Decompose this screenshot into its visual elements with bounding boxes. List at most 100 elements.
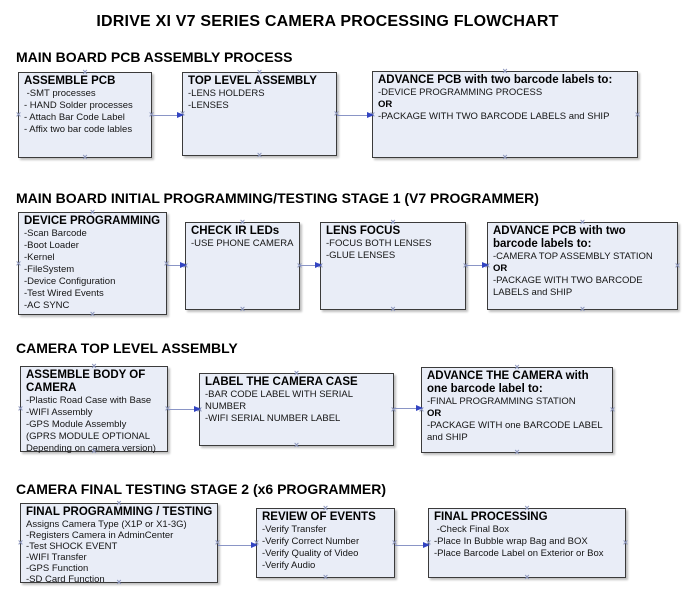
box-title: ADVANCE PCB with two barcode labels to: <box>493 225 626 250</box>
box-title: ASSEMBLE BODY OF CAMERA <box>26 369 146 394</box>
box-line: -GPS Module Assembly <box>26 419 127 430</box>
box-advance-camera-to-final: ADVANCE THE CAMERA with one barcode labe… <box>419 363 615 457</box>
box-line: -WIFI Transfer <box>26 552 87 563</box>
box-title: FINAL PROCESSING <box>434 511 548 523</box>
box-line: -WIFI Assembly <box>26 407 93 418</box>
box-line: -CAMERA TOP ASSEMBLY STATION <box>493 251 653 262</box>
box-line: -Registers Camera in AdminCenter <box>26 530 174 541</box>
box-line: -Test Wired Events <box>24 288 104 299</box>
box-title: FINAL PROGRAMMING / TESTING <box>26 506 213 518</box>
box-line: -FINAL PROGRAMMING STATION <box>427 396 576 407</box>
connection-point-icon: × <box>461 261 470 270</box>
box-line: -Boot Loader <box>24 240 79 251</box>
flow-arrow <box>395 542 430 548</box>
box-advance-pcb-to-camera-top: ADVANCE PCB with two barcode labels to: … <box>485 218 680 314</box>
flow-arrow <box>152 112 184 118</box>
box-line: -Test SHOCK EVENT <box>26 541 118 552</box>
box-line: -Verify Correct Number <box>262 536 360 547</box>
box-check-ir-leds: CHECK IR LEDs -USE PHONE CAMERA ×××× <box>183 218 302 314</box>
box-title: CHECK IR LEDs <box>191 225 280 237</box>
box-line-or: OR <box>378 99 393 110</box>
section-heading-initial-programming: MAIN BOARD INITIAL PROGRAMMING/TESTING S… <box>16 190 539 206</box>
section-heading-pcb-assembly: MAIN BOARD PCB ASSEMBLY PROCESS <box>16 49 293 65</box>
box-title: ADVANCE PCB with two barcode labels to: <box>378 74 613 86</box>
box-line: Assigns Camera Type (X1P or X1-3G) <box>26 519 187 530</box>
connection-point-icon: × <box>256 150 263 160</box>
connection-point-icon: × <box>390 304 396 314</box>
box-line: -Scan Barcode <box>24 228 87 239</box>
box-line: -USE PHONE CAMERA <box>191 238 294 249</box>
page-title: IDRIVE XI V7 SERIES CAMERA PROCESSING FL… <box>96 13 559 30</box>
box-line: -AC SYNC <box>24 300 70 311</box>
connection-point-icon: × <box>17 537 24 548</box>
box-title: ADVANCE THE CAMERA with one barcode labe… <box>427 370 589 395</box>
box-advance-pcb-to-programming: ADVANCE PCB with two barcode labels to: … <box>370 67 640 162</box>
connection-point-icon: × <box>609 404 616 415</box>
flow-arrow <box>300 262 322 268</box>
connection-point-icon: × <box>17 403 24 414</box>
box-line: -DEVICE PROGRAMMING PROCESS <box>378 87 543 98</box>
box-final-programming-testing: FINAL PROGRAMMING / TESTING Assigns Came… <box>18 499 220 587</box>
box-line-or: OR <box>427 408 442 419</box>
box-line: -Check Final Box <box>434 524 509 535</box>
connection-point-icon: × <box>524 572 530 582</box>
connection-point-icon: × <box>89 309 96 319</box>
box-line: -SMT processes <box>24 88 96 99</box>
flow-arrow <box>168 406 201 412</box>
box-label-the-camera-case: LABEL THE CAMERA CASE -BAR CODE LABEL WI… <box>197 369 396 450</box>
connection-point-icon: × <box>293 440 300 450</box>
box-title: LENS FOCUS <box>326 225 401 237</box>
flow-arrow <box>218 542 258 548</box>
section-heading-camera-top-assembly: CAMERA TOP LEVEL ASSEMBLY <box>16 340 238 356</box>
box-assemble-pcb: ASSEMBLE PCB -SMT processes - HAND Solde… <box>16 68 154 162</box>
connection-point-icon: × <box>82 152 88 162</box>
connection-point-icon: × <box>333 108 340 119</box>
connection-point-icon: × <box>15 258 22 268</box>
box-title: DEVICE PROGRAMMING <box>24 215 161 227</box>
box-line: -Place Barcode Label on Exterior or Box <box>434 548 604 559</box>
box-line: -SD Card Function <box>26 574 105 585</box>
box-device-programming: DEVICE PROGRAMMING -Scan Barcode -Boot L… <box>16 208 169 319</box>
box-line: -FileSystem <box>24 264 75 275</box>
connection-point-icon: × <box>502 152 508 162</box>
flow-arrow <box>337 112 374 118</box>
section-heading-final-testing: CAMERA FINAL TESTING STAGE 2 (x6 PROGRAM… <box>16 481 386 497</box>
connection-point-icon: × <box>322 572 329 582</box>
box-line: -Place In Bubble wrap Bag and BOX <box>434 536 588 547</box>
box-line: -GPS Function <box>26 563 89 574</box>
box-line: -Plastic Road Case with Base <box>26 395 152 406</box>
box-line: -PACKAGE WITH TWO BARCODE LABELS and SHI… <box>493 275 646 298</box>
box-line: -PACKAGE WITH TWO BARCODE LABELS and SHI… <box>378 111 610 122</box>
box-line: -BAR CODE LABEL WITH SERIAL NUMBER <box>205 389 356 412</box>
box-lens-focus: LENS FOCUS -FOCUS BOTH LENSES -GLUE LENS… <box>318 218 468 314</box>
box-title: LABEL THE CAMERA CASE <box>205 376 358 388</box>
connection-point-icon: × <box>622 537 629 548</box>
box-line-or: OR <box>493 263 508 274</box>
connection-point-icon: × <box>579 304 586 314</box>
connection-point-icon: × <box>674 260 681 271</box>
box-top-level-assembly: TOP LEVEL ASSEMBLY -LENS HOLDERS -LENSES… <box>180 68 339 160</box>
box-line: -LENS HOLDERS <box>188 88 265 99</box>
box-line: - HAND Solder processes <box>24 100 133 111</box>
box-line: -GLUE LENSES <box>326 250 396 261</box>
flow-arrow <box>394 405 423 411</box>
box-final-processing: FINAL PROCESSING -Check Final Box -Place… <box>426 504 628 582</box>
connection-point-icon: × <box>514 447 520 457</box>
box-line: -Verify Transfer <box>262 524 327 535</box>
box-line: -Device Configuration <box>24 276 116 287</box>
box-line: -FOCUS BOTH LENSES <box>326 238 432 249</box>
box-line: -Verify Audio <box>262 560 316 571</box>
flow-arrow <box>167 262 187 268</box>
box-line: -WIFI SERIAL NUMBER LABEL <box>205 413 341 424</box>
connection-point-icon: × <box>239 304 246 314</box>
box-title: REVIEW OF EVENTS <box>262 511 376 523</box>
box-line: -Verify Quality of Video <box>262 548 359 559</box>
box-title: ASSEMBLE PCB <box>24 75 116 87</box>
connection-point-icon: × <box>295 261 304 270</box>
box-line: -LENSES <box>188 100 229 111</box>
box-line: - Affix two bar code lables <box>24 124 133 135</box>
box-line: -Kernel <box>24 252 55 263</box>
box-title: TOP LEVEL ASSEMBLY <box>188 75 317 87</box>
connection-point-icon: × <box>634 109 641 119</box>
connection-point-icon: × <box>15 109 22 120</box>
